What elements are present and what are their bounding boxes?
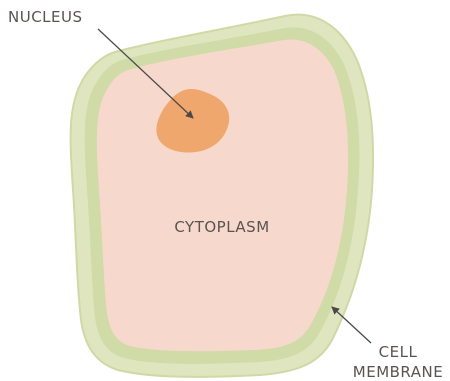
cytoplasm-label: CYTOPLASM xyxy=(174,218,269,236)
cell-membrane-label-line1: CELL xyxy=(379,343,418,361)
cell-membrane-label-line2: MEMBRANE xyxy=(353,363,443,381)
nucleus-label: NUCLEUS xyxy=(8,8,83,26)
cytoplasm xyxy=(97,39,348,351)
